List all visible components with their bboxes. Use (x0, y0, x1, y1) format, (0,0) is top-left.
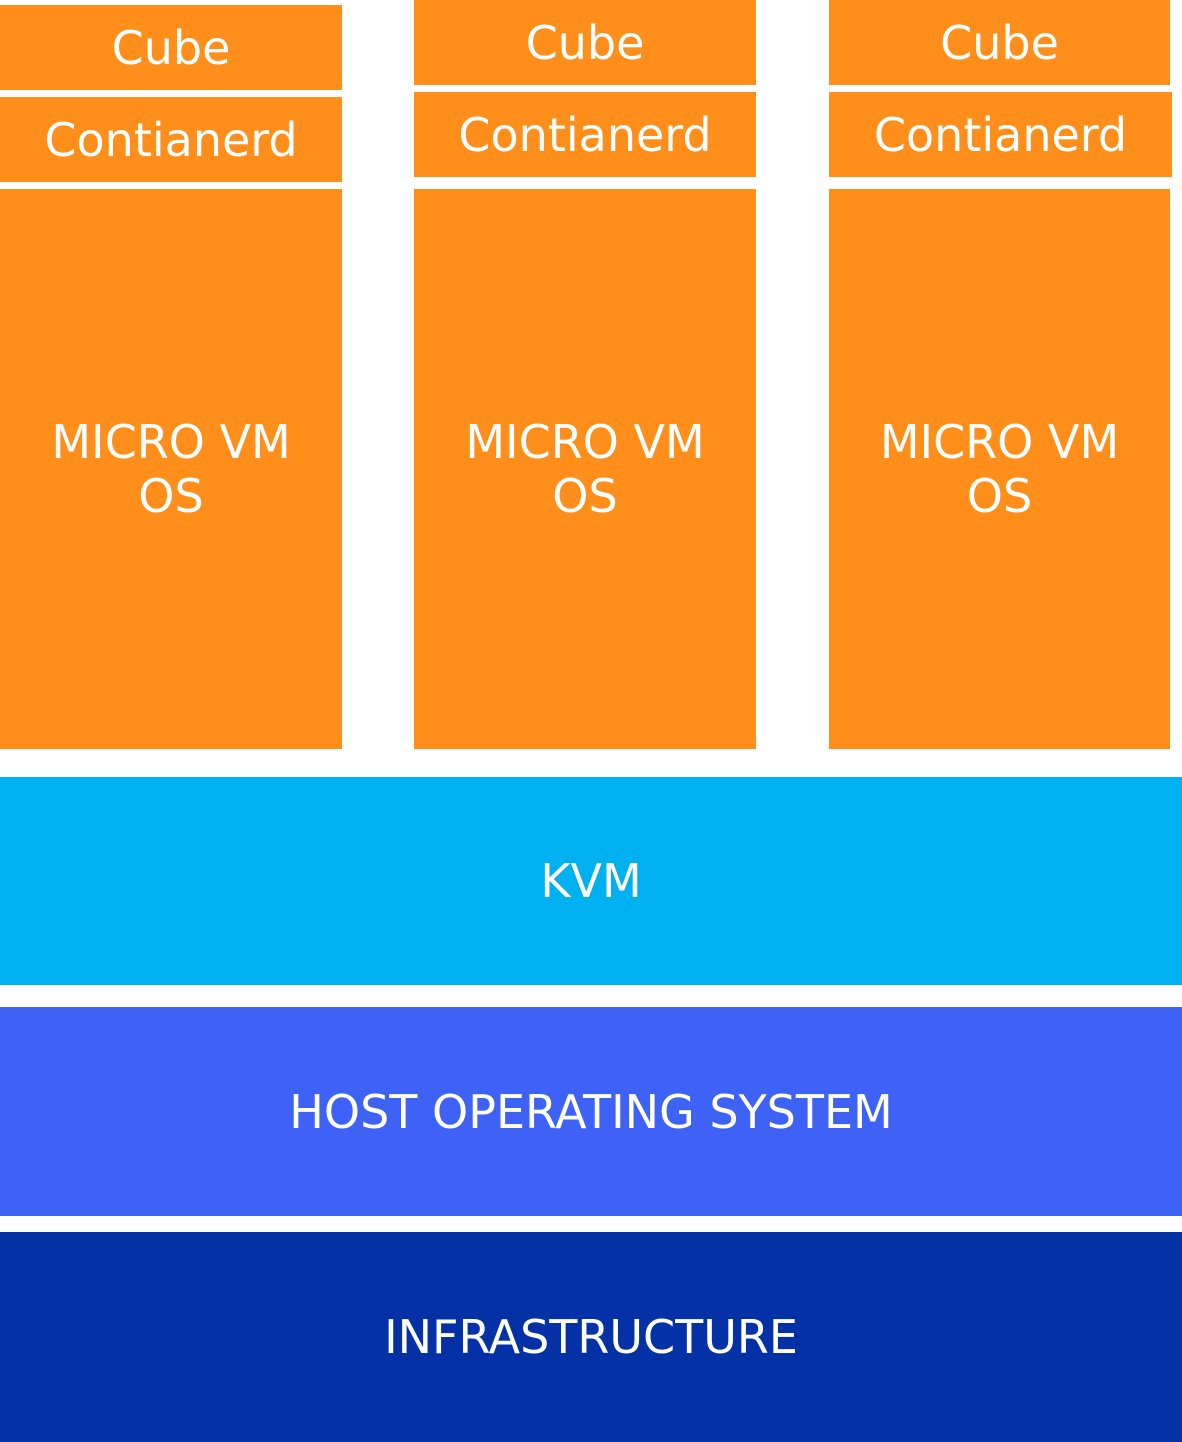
micro-vm-label-1: MICRO VM (51, 415, 291, 469)
kvm-label: KVM (540, 854, 642, 908)
cube-label-1: Cube (111, 20, 231, 75)
cube-label-3: Cube (940, 15, 1059, 70)
host-os-label: HOST OPERATING SYSTEM (289, 1084, 893, 1139)
micro-vm-os-box-1: MICRO VM OS (0, 189, 342, 749)
micro-vm-os-box-3: MICRO VM OS (829, 189, 1170, 749)
cube-label-2: Cube (525, 15, 645, 70)
infrastructure-layer: INFRASTRUCTURE (0, 1232, 1182, 1442)
os-label-3: OS (966, 469, 1033, 523)
os-label-2: OS (552, 469, 618, 523)
host-os-layer: HOST OPERATING SYSTEM (0, 1007, 1182, 1216)
micro-vm-os-box-2: MICRO VM OS (414, 189, 756, 749)
containerd-box-2: Contianerd (414, 92, 756, 177)
micro-vm-os-label-2: MICRO VM OS (465, 415, 704, 523)
os-label-1: OS (138, 469, 204, 523)
containerd-label-1: Contianerd (44, 112, 298, 167)
containerd-label-2: Contianerd (458, 107, 712, 162)
micro-vm-label-3: MICRO VM (879, 415, 1120, 469)
containerd-label-3: Contianerd (873, 107, 1128, 162)
micro-vm-os-label-3: MICRO VM OS (880, 415, 1119, 523)
infrastructure-label: INFRASTRUCTURE (384, 1310, 798, 1364)
cube-box-2: Cube (414, 0, 756, 85)
containerd-box-1: Contianerd (0, 97, 342, 182)
cube-box-1: Cube (0, 5, 342, 90)
micro-vm-os-label-1: MICRO VM OS (51, 415, 290, 523)
micro-vm-label-2: MICRO VM (465, 415, 705, 469)
containerd-box-3: Contianerd (829, 92, 1172, 177)
kvm-layer: KVM (0, 777, 1182, 985)
cube-box-3: Cube (829, 0, 1170, 85)
